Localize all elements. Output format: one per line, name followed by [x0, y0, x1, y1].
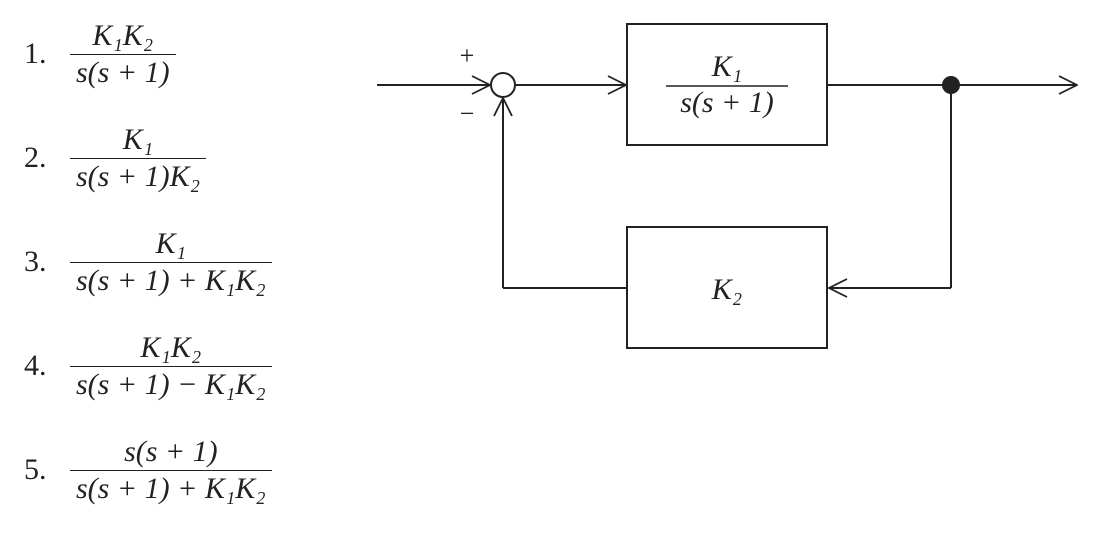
fraction-numerator: K₁K₂ — [140, 331, 202, 364]
minus-sign: − — [460, 99, 475, 128]
option-number: 2. — [24, 141, 47, 174]
option-1[interactable]: 1. K₁K₂ s(s + 1) — [24, 20, 176, 88]
option-5[interactable]: 5. s(s + 1) s(s + 1) + K₁K₂ — [24, 436, 272, 504]
option-fraction: K₁K₂ s(s + 1) — [70, 20, 176, 88]
fraction-denominator: s(s + 1) + K₁K₂ — [70, 469, 272, 505]
feedback-block — [626, 226, 828, 349]
option-4[interactable]: 4. K₁K₂ s(s + 1) − K₁K₂ — [24, 332, 272, 400]
option-number: 1. — [24, 37, 47, 70]
option-fraction: K₁K₂ s(s + 1) − K₁K₂ — [70, 332, 272, 400]
fraction-numerator: K₁ — [122, 123, 154, 156]
plus-sign: + — [460, 41, 475, 70]
option-3[interactable]: 3. K₁ s(s + 1) + K₁K₂ — [24, 228, 272, 296]
feedback-block-label: K₂ — [711, 273, 742, 306]
option-number: 4. — [24, 349, 47, 382]
fraction-numerator: K₁ — [155, 227, 187, 260]
answer-options: 1. K₁K₂ s(s + 1) 2. K₁ s(s + 1)K₂ 3. K₁ … — [0, 0, 340, 557]
fraction-numerator: s(s + 1) — [124, 435, 218, 468]
fraction-denominator: s(s + 1) + K₁K₂ — [70, 261, 272, 297]
option-2[interactable]: 2. K₁ s(s + 1)K₂ — [24, 123, 207, 193]
fraction-numerator: K₁K₂ — [92, 19, 154, 52]
forward-block-denominator: s(s + 1) — [680, 86, 774, 119]
option-number: 3. — [24, 245, 47, 278]
option-fraction: K₁ s(s + 1) + K₁K₂ — [70, 228, 272, 296]
forward-block-numerator: K₁ — [711, 50, 742, 83]
option-fraction: s(s + 1) s(s + 1) + K₁K₂ — [70, 436, 272, 504]
option-fraction: K₁ s(s + 1)K₂ — [70, 123, 207, 193]
fraction-denominator: s(s + 1)K₂ — [70, 157, 207, 193]
summing-junction — [490, 72, 516, 98]
forward-block — [626, 23, 828, 146]
fraction-denominator: s(s + 1) — [70, 53, 176, 89]
fraction-denominator: s(s + 1) − K₁K₂ — [70, 365, 272, 401]
option-number: 5. — [24, 453, 47, 486]
